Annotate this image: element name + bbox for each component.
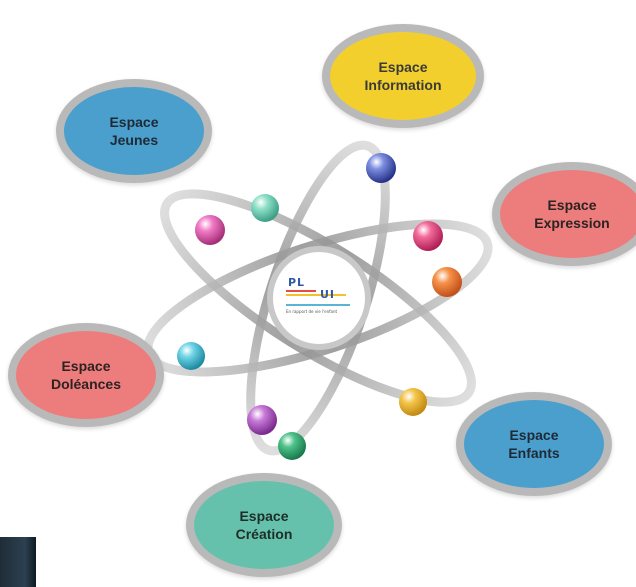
electron-orange — [432, 267, 462, 297]
electron-cyan — [177, 342, 205, 370]
espace-expression-label: Espace Expression — [534, 196, 609, 232]
label-line2: Création — [235, 526, 293, 542]
espace-jeunes-button[interactable]: Espace Jeunes — [56, 79, 212, 183]
label-line1: Espace — [547, 197, 597, 213]
logo: PL UI En rapport de vie l'enfant — [286, 276, 352, 320]
label-line1: Espace — [239, 508, 289, 524]
electron-green — [278, 432, 306, 460]
logo-tagline: En rapport de vie l'enfant — [286, 309, 338, 314]
label-line2: Doléances — [50, 376, 122, 392]
espace-jeunes-label: Espace Jeunes — [109, 113, 158, 149]
label-line2: Expression — [534, 215, 610, 231]
label-line1: Espace — [109, 114, 159, 130]
espace-enfants-button[interactable]: Espace Enfants — [456, 392, 612, 496]
electron-purple — [247, 405, 277, 435]
label-line1: Espace — [509, 427, 559, 443]
espace-doleances-label: Espace Doléances — [51, 357, 121, 393]
espace-creation-label: Espace Création — [236, 507, 293, 543]
electron-blue — [366, 153, 396, 183]
espace-information-label: Espace Information — [365, 58, 442, 94]
espace-information-button[interactable]: Espace Information — [322, 24, 484, 128]
logo-center[interactable]: PL UI En rapport de vie l'enfant — [267, 246, 371, 350]
logo-line-yellow — [286, 294, 346, 296]
logo-text-ui: UI — [320, 288, 336, 301]
espace-doleances-button[interactable]: Espace Doléances — [8, 323, 164, 427]
electron-gold — [399, 388, 427, 416]
label-line1: Espace — [378, 59, 428, 75]
background-fragment — [0, 537, 36, 587]
label-line1: Espace — [61, 358, 111, 374]
espace-creation-button[interactable]: Espace Création — [186, 473, 342, 577]
label-line2: Jeunes — [109, 132, 159, 148]
logo-line-blue — [286, 304, 350, 306]
electron-pink — [195, 215, 225, 245]
logo-line-red — [286, 290, 316, 292]
espace-expression-button[interactable]: Espace Expression — [492, 162, 636, 266]
electron-mint — [251, 194, 279, 222]
logo-text-pl: PL — [288, 276, 306, 289]
label-line2: Enfants — [508, 445, 560, 461]
label-line2: Information — [364, 77, 442, 93]
espace-enfants-label: Espace Enfants — [508, 426, 559, 462]
electron-rose — [413, 221, 443, 251]
